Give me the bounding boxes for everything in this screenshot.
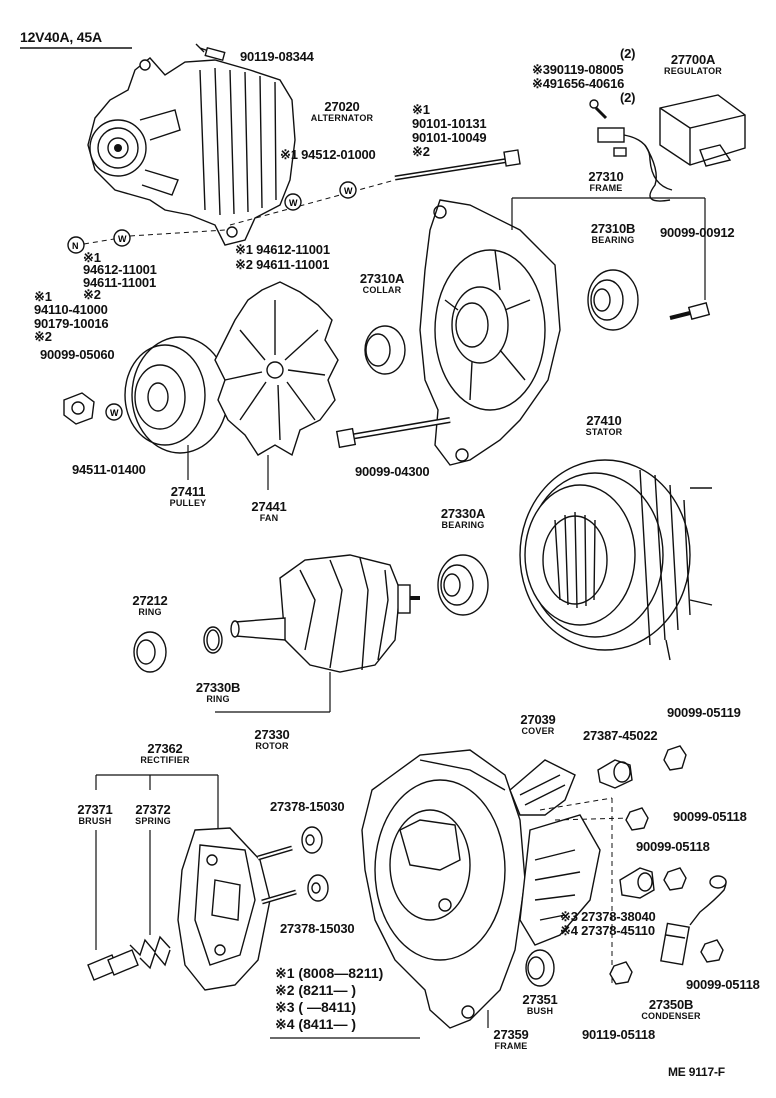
nut-note1: ※1 [83, 250, 101, 265]
svg-text:W: W [344, 186, 353, 196]
nut-c-label: 94110-41000 [34, 302, 108, 317]
stator-drawing [519, 459, 713, 661]
drive-frame-drawing [419, 197, 706, 466]
nut-note2b: ※2 [34, 329, 52, 344]
frame-bolt-label: 90099-04300 [355, 464, 430, 479]
svg-text:W: W [118, 234, 127, 244]
rings-drawing [133, 626, 223, 673]
cover-screw-label: 90099-05119 [667, 705, 741, 720]
serial-legend: ※1 (8008—8211) ※2 (8211— ) ※3 ( —8411) ※… [275, 965, 383, 1033]
insulator-a-label: 27378-15030 [270, 799, 345, 814]
svg-text:W: W [110, 408, 119, 418]
nut-b-label: 94611-11001 [83, 275, 156, 290]
brush-label: 27371 BRUSH [77, 802, 113, 827]
rear-bearing-drawing [437, 554, 489, 616]
terminal-nuts-drawing [597, 745, 724, 985]
washer-b2-label: ※2 94611-11001 [235, 257, 330, 272]
washer-a-label: ※1 94512-01000 [280, 147, 376, 162]
cover-nut2-label: 90099-05118 [636, 839, 710, 854]
cover-drawing [509, 759, 631, 985]
condenser-label: 27350B CONDENSER [641, 997, 701, 1022]
washers-drawing: W W N W W [63, 181, 357, 425]
through-bolt-drawing [229, 149, 521, 226]
terminal-b3-label: ※3 27378-38040 [560, 909, 656, 924]
through-bolt-a-label: 90101-10131 [412, 116, 487, 131]
ring-a-label: 27212 RING [132, 593, 168, 618]
ring-b-label: 27330B RING [195, 680, 241, 705]
rear-frame-drawing [361, 749, 526, 1029]
reg-screw-b-label: ※491656-40616 [532, 76, 625, 91]
bottom-nut-label: 90119-05118 [582, 1027, 655, 1042]
nut-a-label: 94612-11001 [83, 262, 157, 277]
stator-label: 27410 STATOR [585, 413, 623, 438]
frame-screw-label: 90099-00912 [660, 225, 735, 240]
fan-drawing [214, 281, 339, 490]
legend-row: ※3 ( —8411) [275, 999, 357, 1015]
alternator-drawing [87, 43, 296, 246]
nut-note2: ※2 [83, 287, 101, 302]
pulley-label: 27411 PULLEY [169, 484, 207, 509]
frame-screw-drawing [669, 240, 711, 320]
bush-drawing [525, 949, 555, 987]
alternator-label: 27020 ALTERNATOR [310, 99, 374, 124]
collar-drawing [364, 325, 406, 375]
drive-frame-label: 27310 FRAME [588, 169, 624, 194]
cover-nut-label: 90099-05118 [673, 809, 747, 824]
washer-b1-label: ※1 94612-11001 [235, 242, 330, 257]
front-bearing-label: 27310B BEARING [590, 221, 636, 246]
bush-label: 27351 BUSH [522, 992, 558, 1017]
svg-text:N: N [72, 241, 79, 251]
nut-pulley-label: 90099-05060 [40, 347, 115, 362]
bolt-top-label: 90119-08344 [240, 49, 314, 64]
reg-screw-qty1: (2) [620, 46, 636, 61]
rectifier-drawing [177, 827, 297, 991]
insulator-b-label: 27378-15030 [280, 921, 355, 936]
condenser-drawing [660, 875, 727, 966]
nut-d-label: 90179-10016 [34, 316, 109, 331]
cover-label: 27039 COVER [520, 712, 556, 737]
terminal-b4-label: ※4 27378-45110 [560, 923, 655, 938]
rectifier-bracket [95, 774, 219, 950]
svg-text:W: W [289, 198, 298, 208]
insulators-drawing [301, 826, 329, 902]
nut-note1b: ※1 [34, 289, 52, 304]
footer-code: ME 9117-F [668, 1065, 725, 1079]
rotor-label: 27330 ROTOR [254, 727, 290, 752]
collar-label: 27310A COLLAR [359, 271, 405, 296]
through-bolt-note2: ※2 [412, 144, 430, 159]
spring-label: 27372 SPRING [135, 802, 171, 827]
rear-bearing-label: 27330A BEARING [440, 506, 486, 531]
through-bolt-b-label: 90101-10049 [412, 130, 487, 145]
legend-row: ※1 (8008—8211) [275, 965, 384, 981]
long-bolt-drawing [335, 417, 451, 449]
reg-screw-a-label: ※390119-08005 [532, 62, 624, 77]
diagram-title: 12V40A, 45A [20, 29, 102, 45]
condenser-nut-label: 90099-05118 [686, 977, 760, 992]
reg-screw-qty2: (2) [620, 90, 636, 105]
legend-row: ※2 (8211— ) [275, 982, 357, 998]
fan-label: 27441 FAN [251, 499, 287, 524]
through-bolt-note1: ※1 [412, 102, 430, 117]
brush-spring-drawing [87, 935, 171, 981]
washer-pulley-label: 94511-01400 [72, 462, 146, 477]
regulator-label: 27700A REGULATOR [664, 52, 722, 77]
legend-row: ※4 (8411— ) [275, 1016, 357, 1032]
front-bearing-drawing [587, 269, 639, 331]
regulator-drawing [589, 94, 746, 202]
rear-frame-label: 27359 FRAME [493, 1027, 529, 1052]
rotor-drawing [215, 554, 420, 713]
rectifier-label: 27362 RECTIFIER [140, 741, 190, 766]
terminal-a-label: 27387-45022 [583, 728, 658, 743]
pulley-drawing [124, 336, 229, 480]
